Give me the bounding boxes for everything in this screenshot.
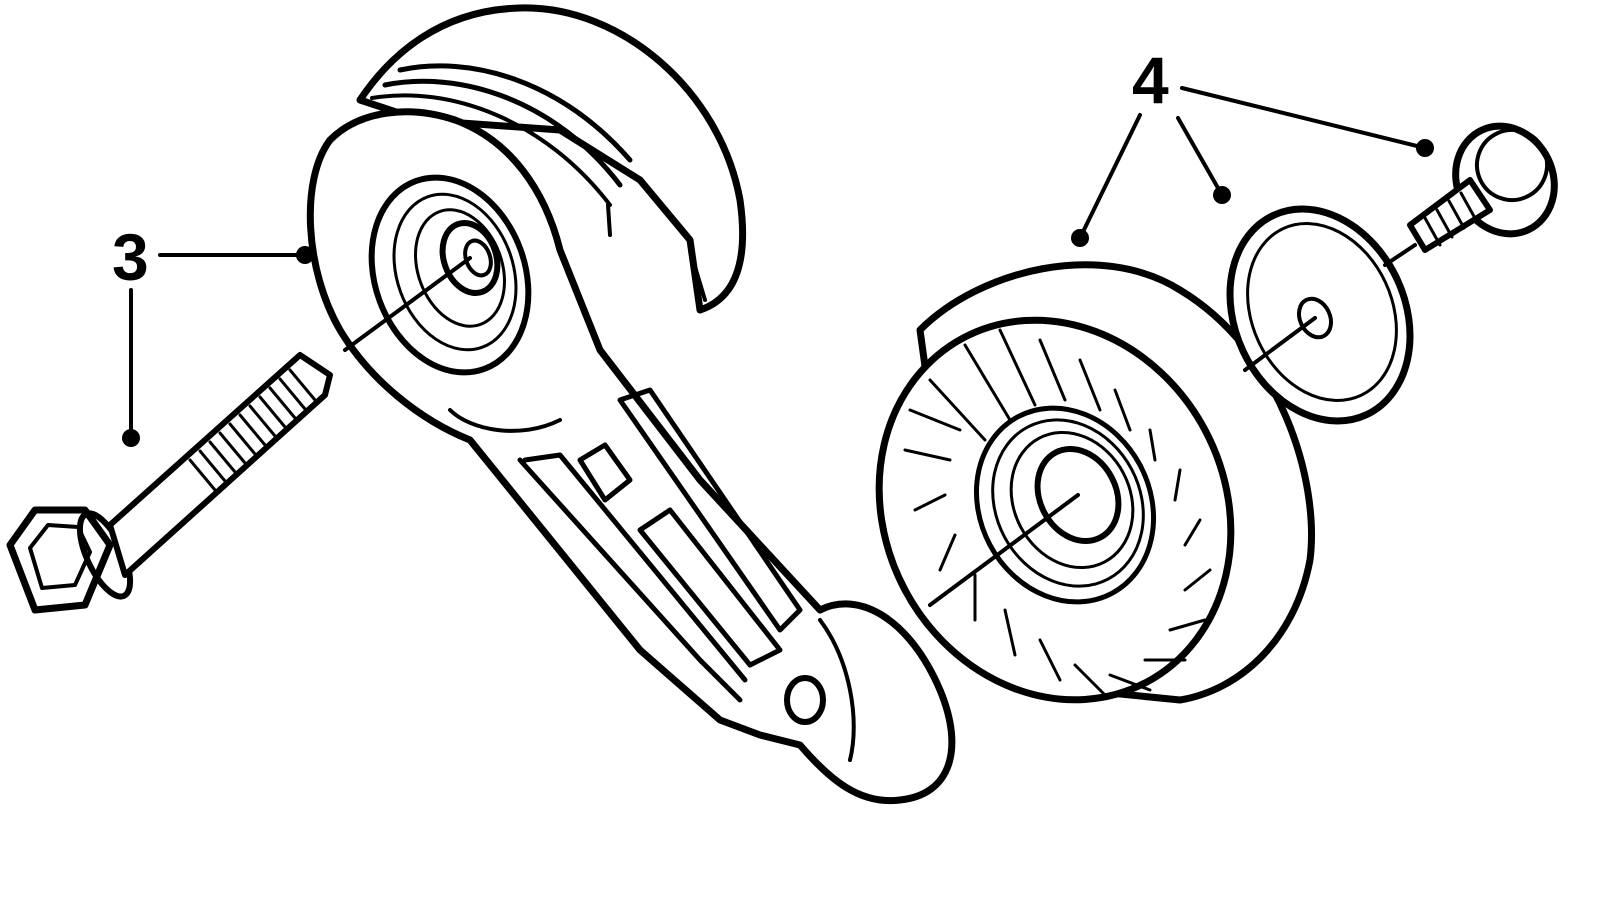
callout-3-dot-tensioner	[296, 246, 314, 264]
belt-tensioner-assembly	[306, 4, 956, 805]
bolt-shank	[107, 352, 333, 578]
tensioner-arm	[306, 108, 956, 805]
bolt-hex-head	[6, 506, 114, 614]
tensioner-pivot-boss	[368, 174, 532, 376]
callout-3-dot-bolt	[122, 429, 140, 447]
callout-4-leader-to-shield	[1176, 116, 1224, 197]
pivot-bolt	[6, 256, 472, 614]
pulley-dust-shield	[1226, 205, 1414, 425]
pulley-bolt	[1383, 122, 1558, 267]
idler-pulley	[875, 261, 1315, 704]
callout-3-label: 3	[112, 220, 149, 294]
callout-4-label: 4	[1132, 43, 1169, 117]
pulley-bearing	[973, 405, 1157, 605]
bolt-thread-rings	[188, 368, 317, 492]
callout-4-leader-to-pulley	[1078, 113, 1142, 240]
tensioner-lower-lug	[784, 618, 856, 762]
pulley-bolt-threads	[1423, 191, 1478, 247]
callout-4-dot-bolt	[1416, 139, 1434, 157]
callout-4-dot-shield	[1213, 186, 1231, 204]
tensioner-spring-drum	[356, 4, 747, 314]
pulley-bolt-shank	[1407, 177, 1493, 253]
callout-4-leader-to-bolt	[1180, 86, 1427, 150]
pulley-ribs	[903, 328, 1212, 697]
callout-4: 4	[1071, 43, 1434, 247]
callout-3: 3	[112, 220, 314, 447]
callout-4-dot-pulley	[1071, 229, 1089, 247]
